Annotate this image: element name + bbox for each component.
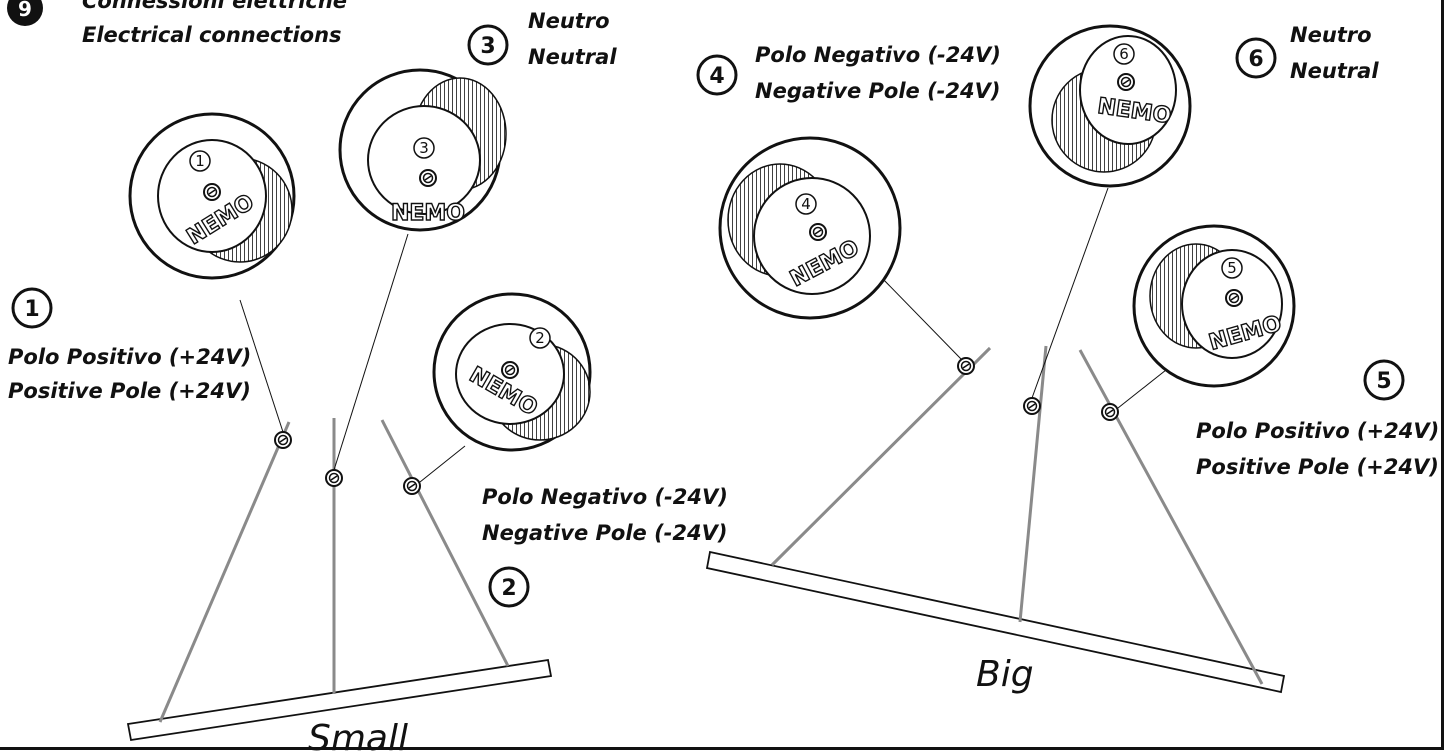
connector-label-5: 5 Polo Positivo (+24V) Positive Pole (+2…	[1196, 359, 1439, 479]
label-4-it: Polo Negativo (-24V)	[755, 43, 1001, 67]
small-base-bar	[126, 658, 553, 742]
big-cable-6	[1018, 345, 1048, 623]
big-base-bar	[705, 550, 1286, 694]
number-marker-text-6: 6	[1248, 47, 1263, 72]
detail-callout-5: 5 NEMO	[1132, 224, 1296, 388]
small-cable-1	[158, 421, 291, 723]
label-5-en: Positive Pole (+24V)	[1196, 455, 1439, 479]
connector-label-3: 3 Neutro Neutral	[467, 9, 617, 69]
leader-1	[239, 299, 284, 433]
detail-callout-6: 6 NEMO	[1028, 24, 1192, 188]
small-cable-2	[380, 419, 510, 667]
label-5-it: Polo Positivo (+24V)	[1196, 419, 1439, 443]
number-marker-5	[1363, 359, 1405, 401]
big-label: Big	[976, 654, 1034, 695]
leader-2	[419, 445, 466, 483]
label-6-it: Neutro	[1290, 23, 1372, 47]
big-screw-4	[957, 357, 975, 375]
connector-label-2: Polo Negativo (-24V) Negative Pole (-24V…	[482, 485, 728, 608]
number-marker-2	[488, 566, 530, 608]
number-marker-4	[696, 54, 738, 96]
knob-number-5: 5	[1227, 259, 1237, 277]
number-marker-text-2: 2	[501, 576, 516, 601]
number-marker-1	[11, 287, 53, 329]
small-screw-3	[325, 469, 343, 487]
number-marker-text-4: 4	[709, 64, 724, 89]
big-fixture: Big	[705, 187, 1286, 695]
connector-label-1: 1 Polo Positivo (+24V) Positive Pole (+2…	[8, 287, 251, 403]
small-screw-1	[274, 431, 292, 449]
step-header: 9 Connessioni elettriche Electrical conn…	[7, 0, 347, 47]
knob-number-1: 1	[195, 152, 205, 170]
big-screw-5	[1101, 403, 1119, 421]
small-label: Small	[308, 718, 408, 754]
leader-5	[1117, 369, 1167, 409]
label-2-it: Polo Negativo (-24V)	[482, 485, 728, 509]
big-cable-4	[770, 346, 992, 567]
knob-number-2: 2	[535, 329, 545, 347]
number-marker-6	[1235, 37, 1277, 79]
label-4-en: Negative Pole (-24V)	[755, 79, 1000, 103]
label-1-en: Positive Pole (+24V)	[8, 379, 251, 403]
label-2-en: Negative Pole (-24V)	[482, 521, 727, 545]
knob-number-3: 3	[419, 139, 429, 157]
detail-callout-4: 4 NEMO	[718, 136, 902, 320]
detail-callout-2: 2 NEMO	[432, 292, 592, 452]
label-3-it: Neutro	[528, 9, 610, 33]
step-title-en: Electrical connections	[82, 23, 342, 47]
connector-label-6: 6 Neutro Neutral	[1235, 23, 1379, 83]
label-6-en: Neutral	[1290, 59, 1379, 83]
knob-face	[367, 105, 481, 215]
step-title-it: Connessioni elettriche	[82, 0, 347, 13]
number-marker-text-3: 3	[480, 34, 495, 59]
number-marker-text-1: 1	[24, 297, 39, 322]
step-number: 9	[18, 0, 32, 21]
number-marker-3	[467, 24, 509, 66]
small-screw-2	[403, 477, 421, 495]
label-1-it: Polo Positivo (+24V)	[8, 345, 251, 369]
leader-6	[1031, 187, 1109, 399]
big-screw-6	[1023, 397, 1041, 415]
detail-callout-1: 1 NEMO	[128, 112, 296, 280]
connector-label-4: 4 Polo Negativo (-24V) Negative Pole (-2…	[696, 43, 1001, 103]
step-number-badge	[7, 0, 43, 26]
knob-brand-3: NEMO	[391, 201, 465, 226]
big-cable-5	[1078, 349, 1264, 685]
knob-number-6: 6	[1119, 45, 1129, 63]
label-3-en: Neutral	[528, 45, 617, 69]
leader-3	[333, 233, 409, 471]
number-marker-text-5: 5	[1376, 369, 1391, 394]
knob-brand-6: NEMO	[1096, 94, 1173, 129]
knob-number-4: 4	[801, 195, 811, 213]
detail-callout-3: 3 NEMO	[338, 68, 507, 232]
leader-4	[879, 275, 963, 361]
